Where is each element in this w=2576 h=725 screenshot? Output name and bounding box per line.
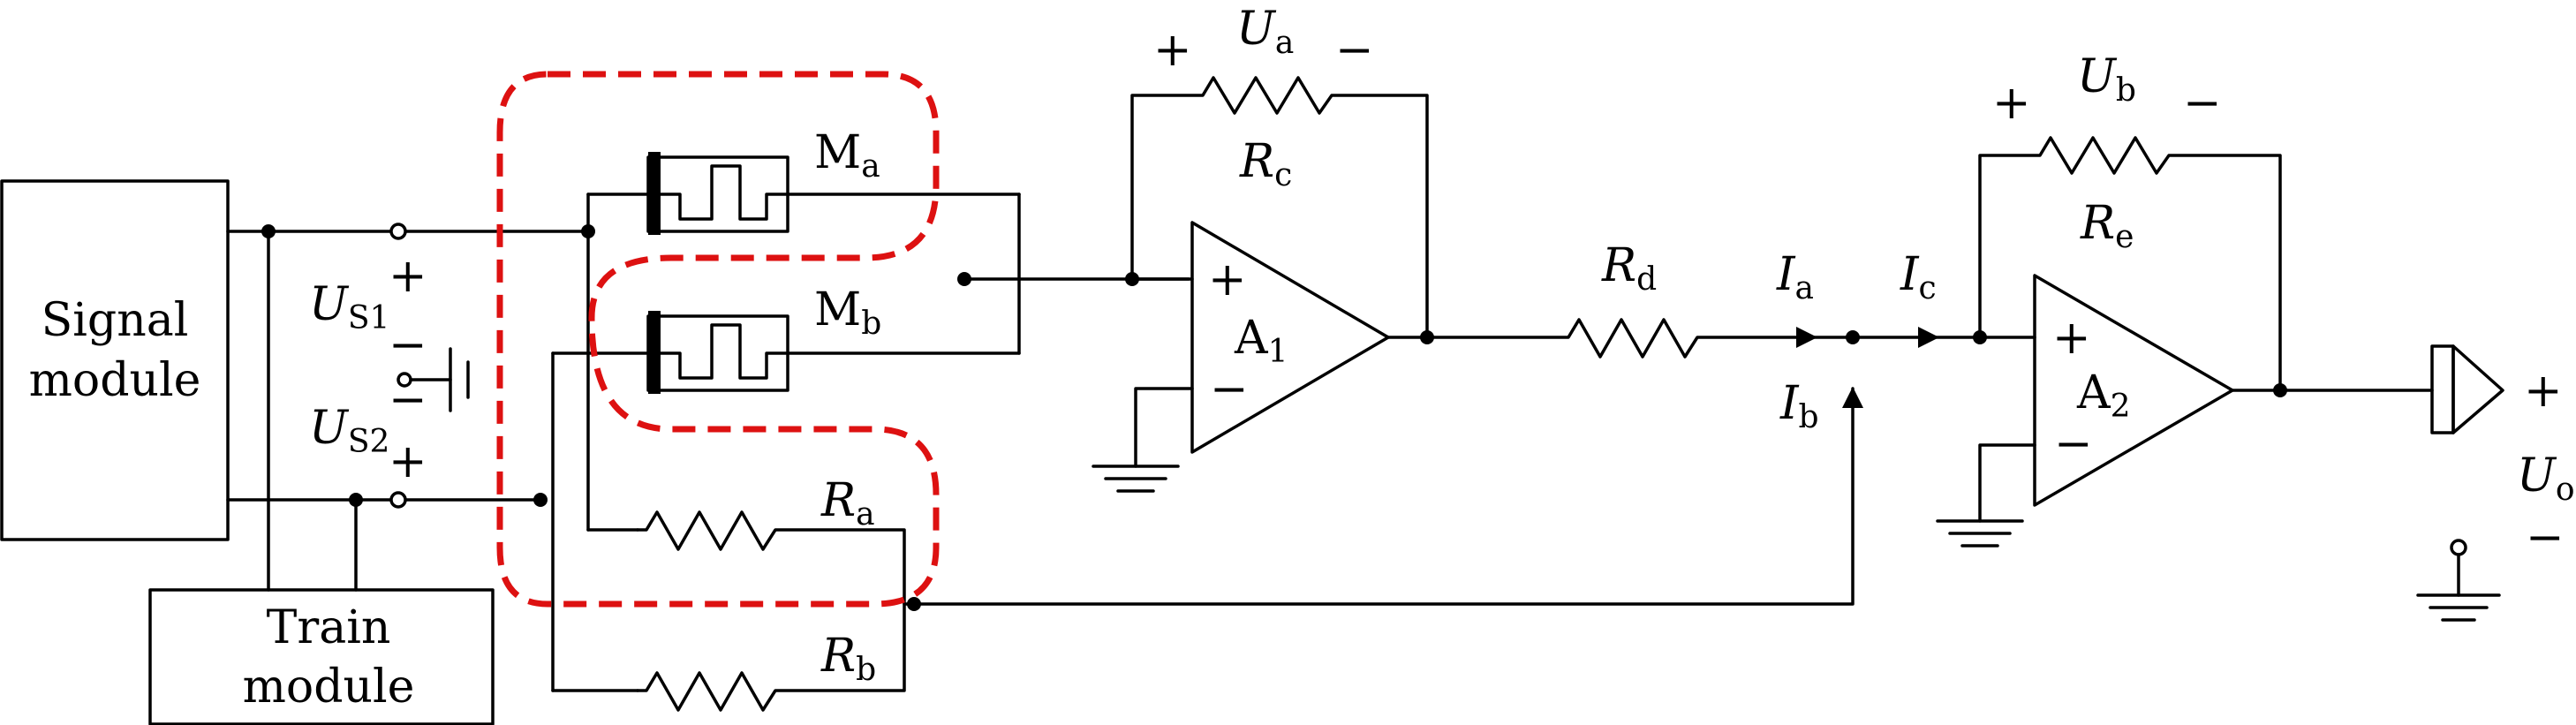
train-module-label-line2: module	[243, 661, 415, 714]
junction-dot	[261, 224, 276, 238]
ub-minus: −	[2183, 77, 2222, 130]
ia-label: Ia	[1776, 248, 1814, 306]
ic-label: Ic	[1900, 248, 1937, 306]
us2-minus: −	[389, 374, 427, 427]
rc-label: Rc	[1239, 135, 1292, 193]
ib-label: Ib	[1779, 377, 1819, 435]
resistor-rd	[1425, 318, 1855, 359]
us1-plus: +	[389, 250, 427, 303]
us2-label: US2	[309, 402, 389, 460]
battery-symbol	[408, 347, 470, 412]
us2-plus: +	[389, 435, 427, 488]
signal-module-label-line2: module	[29, 354, 201, 407]
terminal-us2	[389, 491, 407, 509]
ua-label: Ua	[1236, 3, 1294, 61]
a1-minus: −	[1210, 363, 1249, 416]
output-ground	[2416, 539, 2501, 622]
ib-wire	[912, 387, 1855, 606]
memristor-highlight-outline	[496, 71, 940, 608]
re-label: Re	[2080, 197, 2134, 255]
junction-dot	[2273, 383, 2287, 397]
train-module-label-line1: Train	[267, 601, 391, 654]
us1-label: US1	[309, 278, 389, 336]
uo-plus: +	[2524, 365, 2563, 418]
opamp-a2	[1936, 274, 2434, 548]
ub-label: Ub	[2077, 50, 2136, 109]
mb-label: Mb	[814, 283, 881, 342]
a2-label: A2	[2076, 366, 2130, 425]
resistor-rb	[636, 602, 906, 712]
uo-minus: −	[2526, 511, 2565, 564]
terminal-us1	[389, 223, 407, 240]
ic-arrow	[1918, 327, 1939, 348]
junction-dot	[349, 493, 363, 507]
junction-dot	[533, 493, 548, 507]
ib-arrow	[1842, 387, 1863, 408]
uo-label: Uo	[2517, 449, 2575, 508]
ia-arrow	[1796, 327, 1817, 348]
a1-plus: +	[1208, 253, 1247, 306]
memristor-ma	[646, 152, 1021, 235]
ub-plus: +	[1992, 77, 2031, 130]
junction-dot	[581, 224, 595, 238]
ra-label: Ra	[820, 474, 875, 532]
ground-terminal	[397, 372, 412, 388]
ma-label: Ma	[814, 126, 880, 185]
signal-module-label-line1: Signal	[42, 294, 189, 347]
memristor-mb	[646, 311, 1021, 394]
rd-label: Rd	[1601, 239, 1657, 298]
a2-plus: +	[2052, 312, 2091, 365]
a2-minus: −	[2054, 418, 2093, 471]
train-module-box	[148, 588, 495, 725]
ua-minus: −	[1335, 24, 1374, 77]
junction-dot	[957, 272, 971, 286]
ua-plus: +	[1153, 24, 1192, 77]
resistor-ra	[636, 510, 920, 606]
opamp-a1	[1092, 221, 1429, 493]
resistor-rc	[1130, 76, 1429, 339]
us1-minus: −	[389, 319, 427, 372]
a1-label: A1	[1234, 312, 1288, 370]
input-wires	[226, 193, 650, 692]
speaker-icon	[2430, 344, 2504, 434]
signal-module-box	[0, 179, 230, 541]
resistor-re	[1978, 136, 2282, 392]
rb-label: Rb	[820, 630, 876, 688]
